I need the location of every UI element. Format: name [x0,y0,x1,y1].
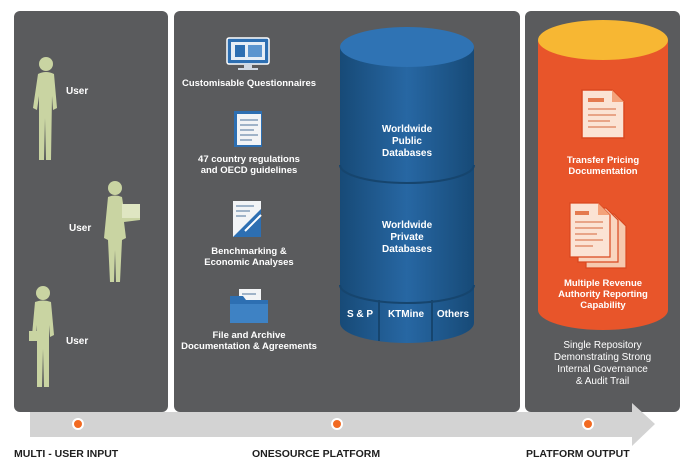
file-archive-label-line2: Documentation & Agreements [181,341,317,352]
folder-icon [230,289,268,323]
private-db-line1: Worldwide [381,220,433,231]
output-item2-line3: Capability [580,300,626,311]
public-db-line2: Public [391,136,422,147]
male-user-icon [33,57,57,160]
regulations-label-line1: 47 country regulations [198,154,300,165]
public-db-line1: Worldwide [381,124,433,135]
user-label-2: User [69,223,92,234]
questionnaires-label: Customisable Questionnaires [181,78,317,89]
file-archive-label-line1: File and Archive [212,330,286,341]
benchmarking-label-line2: Economic Analyses [204,257,294,268]
platform-stage-label: ONESOURCE PLATFORM [252,448,381,460]
businessman-user-icon [29,286,54,387]
benchmarking-label-line1: Benchmarking & [211,246,287,257]
database-cylinder [339,27,475,343]
public-db-line3: Databases [381,148,433,159]
output-stage-dot [582,418,594,430]
private-db-line2: Private [390,232,424,243]
output-footer-line2: Demonstrating Strong [553,352,652,363]
output-item2-line1: Multiple Revenue [563,278,643,289]
transfer-pricing-document-icon [581,89,625,139]
output-stage-label: PLATFORM OUTPUT [526,448,630,460]
document-icon [234,111,262,147]
output-item2-line2: Authority Reporting [558,289,648,300]
female-user-icon [104,181,140,282]
platform-stage-dot [331,418,343,430]
multiple-documents-icon [569,202,627,269]
output-item1-line1: Transfer Pricing [566,155,640,166]
output-footer-line3: Internal Governance [557,364,648,375]
report-icon [233,201,262,237]
source-others: Others [436,309,470,320]
input-stage-dot [72,418,84,430]
source-ktmine: KTMine [387,309,425,320]
user-label-1: User [66,86,89,97]
output-footer-line1: Single Repository [563,340,642,351]
output-footer-line4: & Audit Trail [575,376,630,387]
private-db-line3: Databases [381,244,433,255]
user-label-3: User [66,336,89,347]
regulations-label-line2: and OECD guidelines [200,165,298,176]
source-sp: S & P [346,309,374,320]
input-stage-label: MULTI - USER INPUT [14,448,119,460]
output-item1-line2: Documentation [568,166,638,177]
monitor-icon [226,37,270,70]
